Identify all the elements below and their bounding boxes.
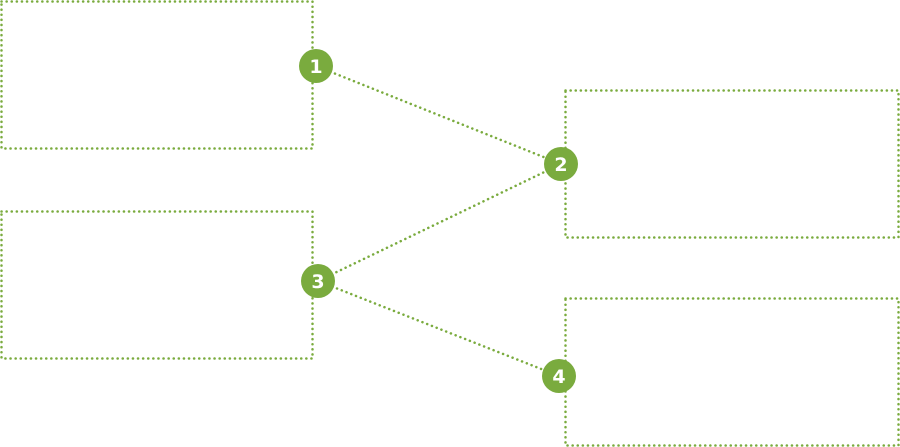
node-1: 1 bbox=[299, 49, 333, 83]
connector-1-2 bbox=[314, 64, 563, 166]
node-1-label: 1 bbox=[309, 56, 322, 78]
box-3 bbox=[0, 210, 314, 360]
node-2-label: 2 bbox=[554, 154, 567, 176]
connector-3-2 bbox=[316, 162, 563, 283]
node-4-label: 4 bbox=[552, 366, 565, 388]
node-4: 4 bbox=[542, 359, 576, 393]
box-1 bbox=[0, 0, 314, 150]
box-2 bbox=[564, 89, 900, 239]
node-3: 3 bbox=[301, 264, 335, 298]
node-3-label: 3 bbox=[311, 271, 324, 293]
node-2: 2 bbox=[544, 147, 578, 181]
connector-3-4 bbox=[316, 279, 561, 378]
box-4 bbox=[564, 297, 900, 447]
